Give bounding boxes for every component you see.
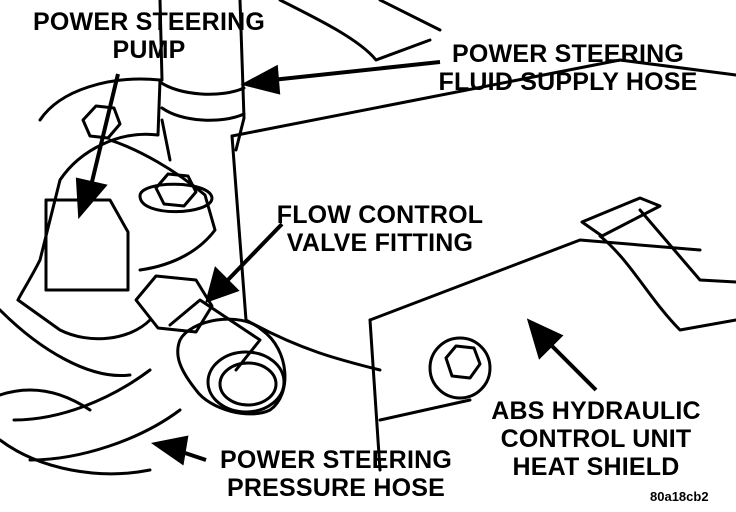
- label-line: FLUID SUPPLY HOSE: [438, 68, 698, 96]
- pump-arrowhead: [75, 177, 108, 220]
- mounting-bolt-flange: [138, 182, 214, 214]
- pump-top-bolt: [81, 104, 122, 140]
- fitting-cap: [206, 350, 286, 414]
- label-line: POWER STEERING: [220, 446, 452, 474]
- abs-unit-lower: [378, 398, 472, 422]
- label-line: CONTROL UNIT: [500, 425, 692, 453]
- fitting-nut: [176, 317, 287, 416]
- figure-code: 80a18cb2: [650, 489, 709, 504]
- pump-left-edge: [44, 198, 130, 292]
- pump-arc: [0, 388, 92, 412]
- pump-lower-body: [16, 298, 152, 341]
- supply-leader: [271, 60, 441, 82]
- supply-hose-right: [238, 0, 246, 120]
- pressure-hose-lower: [28, 408, 182, 462]
- heat-shield-plate: [230, 58, 736, 138]
- abs-unit-bracket: [580, 196, 662, 238]
- label-line: PUMP: [112, 36, 186, 64]
- flow-leader: [222, 222, 284, 286]
- label-line: POWER STEERING: [33, 8, 265, 36]
- fitting-cap-inner: [218, 361, 278, 407]
- label-line: FLOW CONTROL: [276, 201, 484, 229]
- supply-hose-left: [158, 0, 164, 82]
- flow-arrowhead: [205, 266, 240, 304]
- pump-leader: [88, 73, 120, 191]
- pressure-hose-upper: [12, 368, 152, 422]
- abs-unit-side: [598, 234, 736, 332]
- supply-arrowhead: [240, 64, 281, 95]
- pump-boss: [108, 138, 217, 272]
- label-line: VALVE FITTING: [286, 229, 474, 257]
- supply-hose-clamp: [158, 80, 246, 96]
- abs-arrowhead: [526, 318, 564, 360]
- fitting-hex: [134, 274, 214, 334]
- pump-body: [16, 77, 162, 302]
- label-line: ABS HYDRAULIC: [491, 397, 701, 425]
- mounting-bolt-head: [154, 172, 198, 208]
- pump-housing-edge: [0, 308, 132, 378]
- label-fluid-supply-hose: POWER STEERING FLUID SUPPLY HOSE: [426, 40, 710, 96]
- pressure-hose-tail: [0, 438, 152, 476]
- upper-housing: [278, 0, 432, 62]
- label-power-steering-pump: POWER STEERING PUMP: [14, 8, 284, 64]
- label-flow-control-valve-fitting: FLOW CONTROL VALVE FITTING: [264, 201, 496, 257]
- abs-bolt-head: [444, 344, 482, 380]
- label-abs-heat-shield: ABS HYDRAULIC CONTROL UNIT HEAT SHIELD: [476, 397, 716, 481]
- label-line: HEAT SHIELD: [512, 453, 680, 481]
- abs-bolt-washer: [428, 336, 492, 400]
- abs-unit-front: [368, 318, 382, 472]
- upper-right-edge: [378, 0, 442, 32]
- label-line: PRESSURE HOSE: [227, 474, 445, 502]
- pressure-arrowhead: [150, 435, 189, 466]
- label-line: POWER STEERING: [452, 40, 684, 68]
- supply-hose-clamp-2: [160, 106, 246, 122]
- label-pressure-hose: POWER STEERING PRESSURE HOSE: [196, 446, 476, 502]
- heat-shield-lower-edge: [244, 318, 382, 372]
- abs-leader: [544, 338, 598, 392]
- abs-unit-top: [368, 238, 702, 322]
- heat-shield-left-edge: [230, 134, 248, 322]
- abs-unit-face: [638, 208, 736, 284]
